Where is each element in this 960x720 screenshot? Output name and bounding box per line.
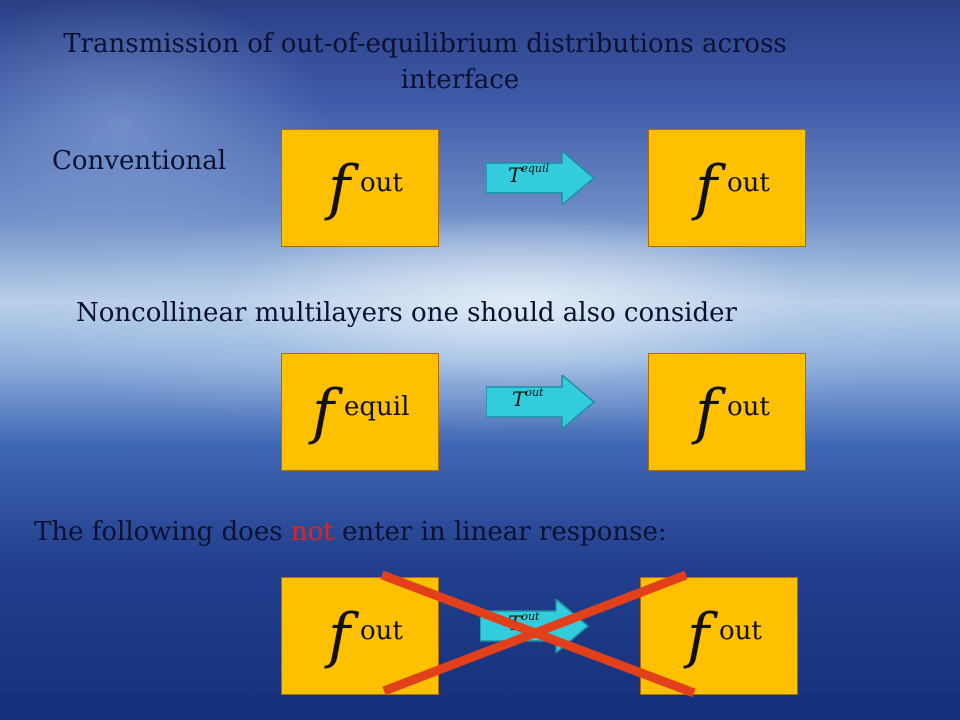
f-subscript: out xyxy=(719,616,762,646)
box-row3-right: f out xyxy=(640,577,798,695)
noncollinear-label: Noncollinear multilayers one should also… xyxy=(76,298,737,328)
title-line-1: Transmission of out-of-equilibrium distr… xyxy=(63,29,787,59)
f-symbol: f xyxy=(328,153,351,223)
f-subscript: out xyxy=(727,392,770,422)
box-row1-left: f out xyxy=(281,129,439,247)
not-emphasis: not xyxy=(290,517,334,547)
box-row3-left: f out xyxy=(281,577,439,695)
f-symbol: f xyxy=(695,377,718,447)
f-subscript: out xyxy=(360,616,403,646)
f-subscript: out xyxy=(727,168,770,198)
box-row1-right: f out xyxy=(648,129,806,247)
arrow-label-row1: Tequil xyxy=(508,162,550,187)
f-symbol: f xyxy=(312,377,335,447)
f-subscript: equil xyxy=(344,392,410,422)
f-symbol: f xyxy=(695,153,718,223)
right-arrow-icon xyxy=(486,151,596,205)
f-symbol: f xyxy=(328,601,351,671)
box-row2-left: f equil xyxy=(281,353,439,471)
following-label: The following does not enter in linear r… xyxy=(34,517,667,547)
cross-out-icon xyxy=(380,570,696,698)
f-symbol: f xyxy=(687,601,710,671)
arrow-label-row2: Tout xyxy=(512,386,544,411)
conventional-label: Conventional xyxy=(52,146,227,176)
title-line-2: interface xyxy=(400,65,520,95)
right-arrow-icon xyxy=(486,375,596,429)
box-row2-right: f out xyxy=(648,353,806,471)
f-subscript: out xyxy=(360,168,403,198)
